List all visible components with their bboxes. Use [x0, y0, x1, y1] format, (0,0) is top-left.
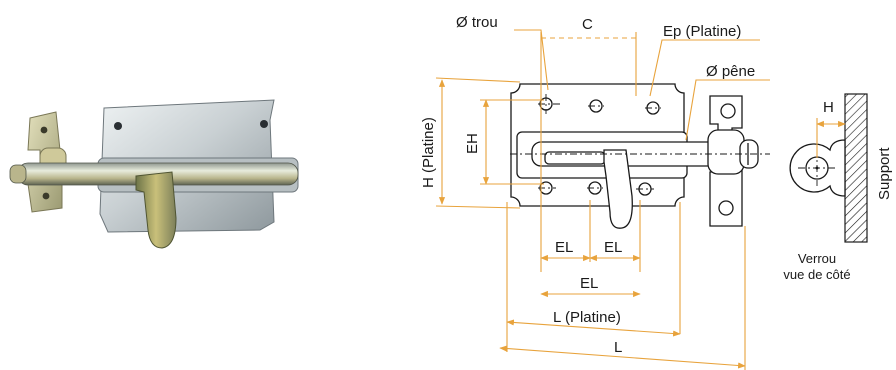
dimension-lines [435, 29, 770, 370]
c-label: C [582, 16, 593, 33]
side-view-caption-line1: Verrou [798, 251, 836, 266]
total-length-label: L [614, 339, 622, 356]
keeper-photo [25, 111, 67, 213]
handle-photo [135, 171, 177, 249]
front-view-drawing [510, 83, 770, 229]
side-view-caption-line2: vue de côté [783, 267, 850, 282]
keeper-sleeve [707, 129, 745, 175]
h-label: H [823, 99, 834, 116]
el-right-label: EL [604, 239, 622, 256]
el-total-label: EL [580, 275, 598, 292]
bolt-diameter-label: Ø pêne [706, 63, 755, 80]
keeper-hole [718, 200, 734, 216]
hole-diameter-label: Ø trou [456, 14, 498, 31]
support-label: Support [876, 147, 893, 200]
support-wall [844, 93, 868, 243]
side-view-drawing: H Support Verrou vue de côté [783, 93, 893, 282]
product-photo [9, 99, 299, 249]
eh-label: EH [464, 133, 481, 154]
keeper-hole [720, 103, 736, 119]
plate-length-label: L (Platine) [553, 309, 621, 326]
plate-height-label: H (Platine) [420, 117, 437, 188]
plate-thickness-label: Ep (Platine) [663, 23, 741, 40]
bolt-handle [603, 149, 633, 229]
el-left-label: EL [555, 239, 573, 256]
dimension-labels: Ø trou C Ep (Platine) Ø pêne H (Platine)… [420, 14, 755, 356]
